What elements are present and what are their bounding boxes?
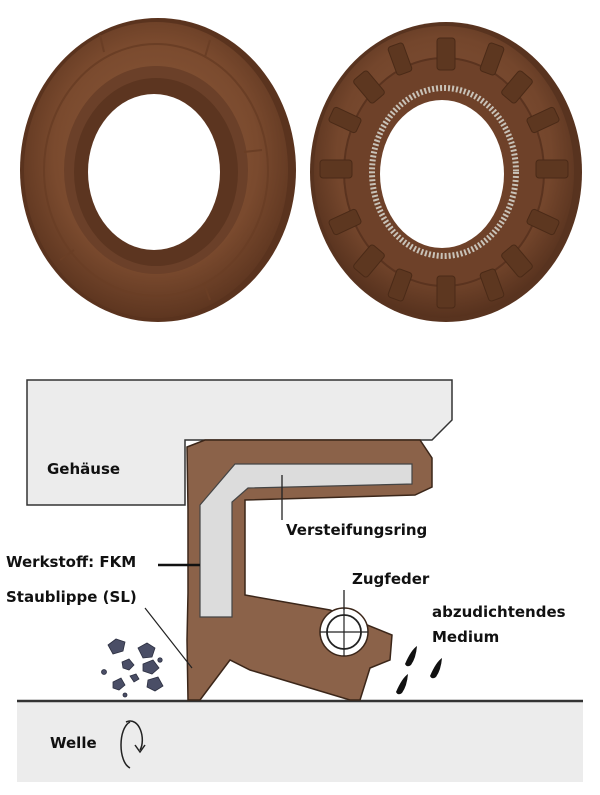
shaft xyxy=(17,702,583,782)
stiffening-ring-label: Versteifungsring xyxy=(286,521,427,539)
oil-droplets-icon xyxy=(396,646,442,695)
dust-lip-label: Staublippe (SL) xyxy=(6,588,137,606)
dirt-particles-icon xyxy=(101,638,164,698)
medium-label-line2: Medium xyxy=(432,628,499,646)
housing-label: Gehäuse xyxy=(47,460,120,478)
material-label: Werkstoff: FKM xyxy=(6,553,136,571)
rotation-arrow-icon xyxy=(120,720,146,769)
spring-label: Zugfeder xyxy=(352,570,430,588)
shaft-label: Welle xyxy=(50,734,97,752)
medium-label-line1: abzudichtendes xyxy=(432,603,566,621)
garter-spring xyxy=(319,607,369,657)
seal-body xyxy=(186,439,433,701)
stiffening-ring xyxy=(199,463,413,618)
seal-photo-back xyxy=(310,22,582,322)
dust-lip-leader-line xyxy=(144,607,193,669)
seal-photo-front xyxy=(20,18,296,322)
